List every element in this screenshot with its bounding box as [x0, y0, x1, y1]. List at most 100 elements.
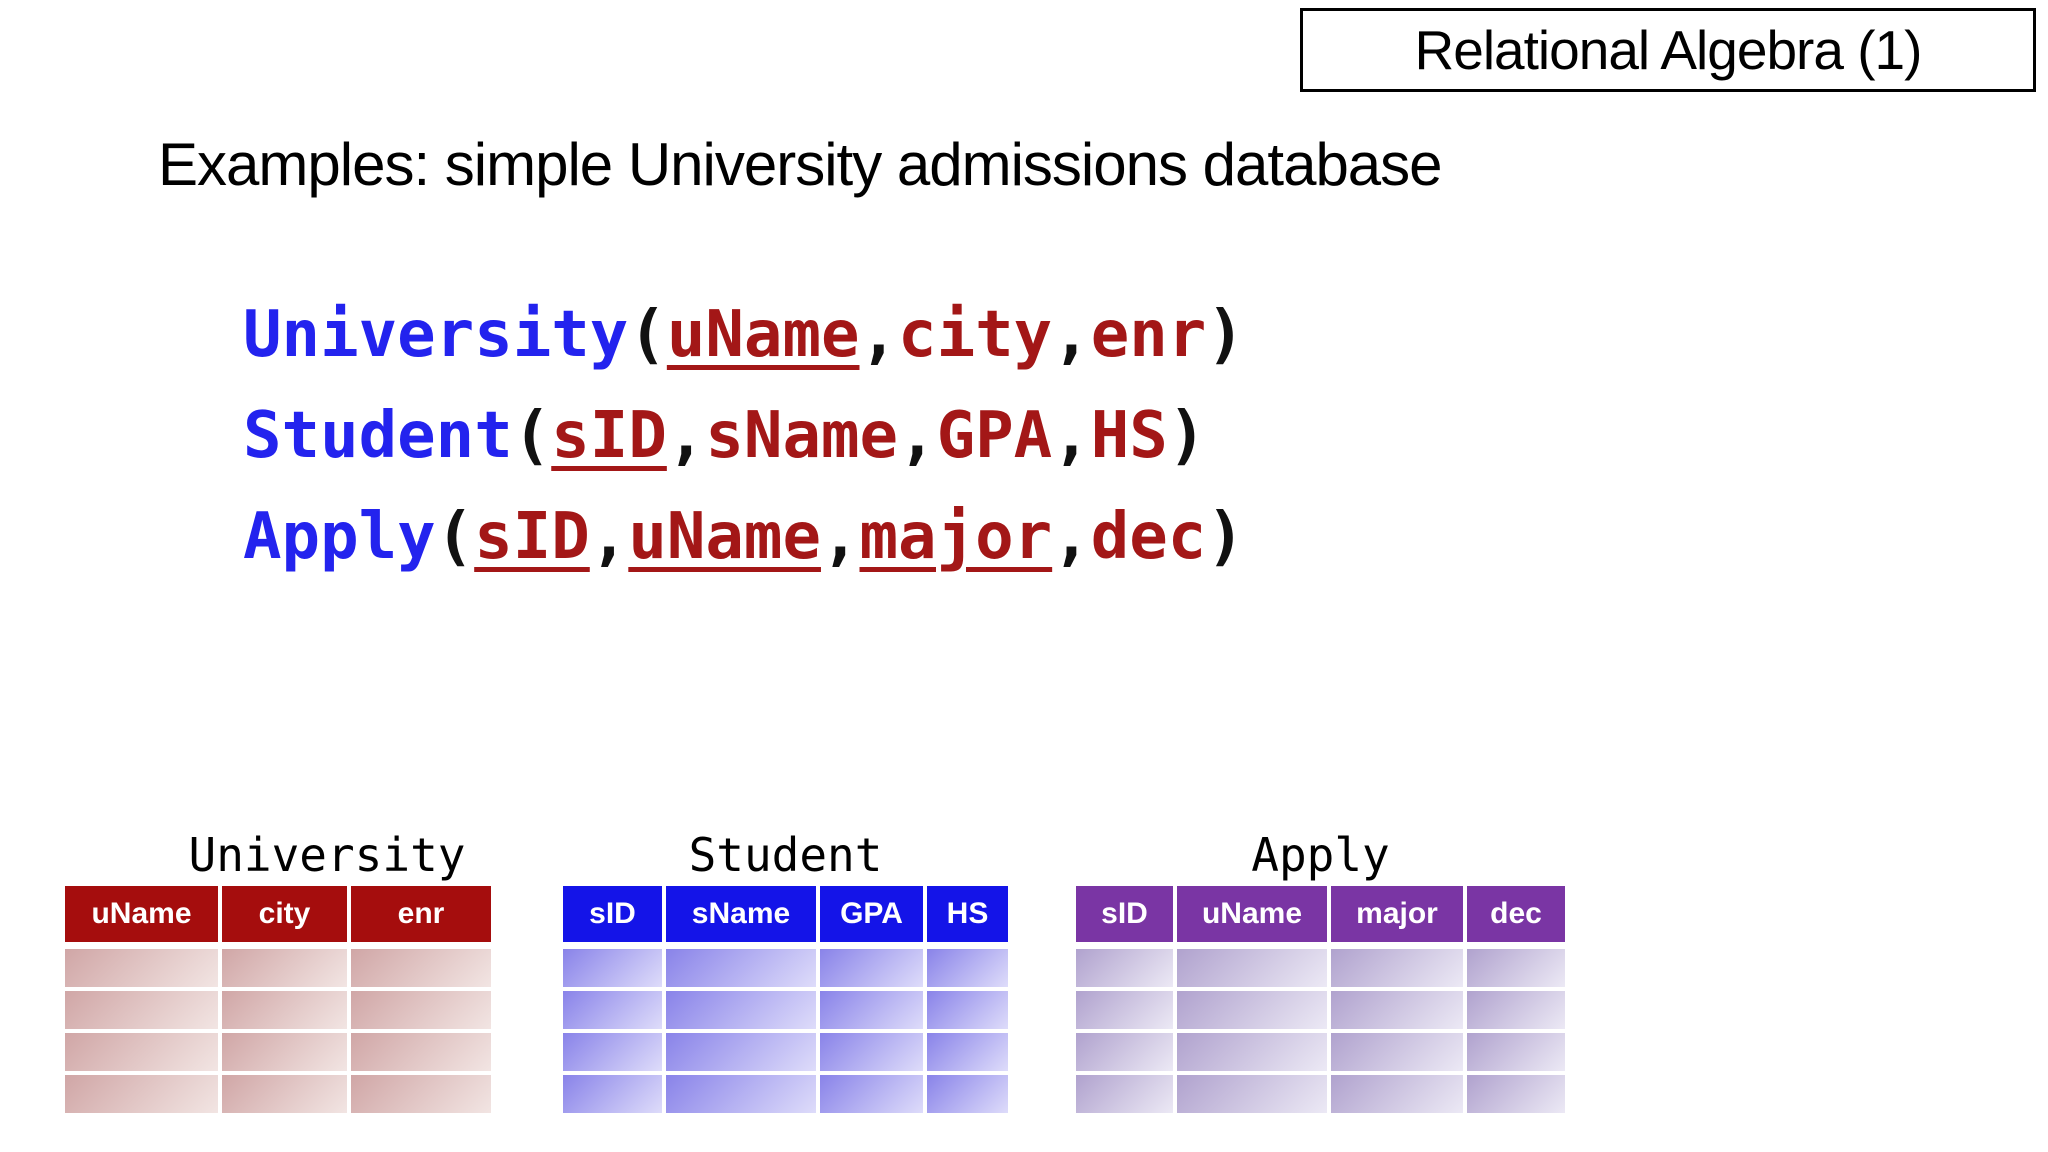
table-body	[563, 949, 1008, 1113]
empty-body-cell	[666, 1033, 816, 1071]
slide-title-box: Relational Algebra (1)	[1300, 8, 2036, 92]
schema-line: University(uName,city,enr)	[243, 284, 1245, 385]
close-paren: )	[1167, 398, 1207, 473]
comma: ,	[589, 499, 629, 574]
slide-title: Relational Algebra (1)	[1414, 19, 1923, 81]
empty-body-cell	[1076, 1075, 1173, 1113]
empty-body-cell	[1177, 1033, 1327, 1071]
attribute: sName	[705, 398, 899, 473]
empty-body-cell	[1076, 949, 1173, 987]
empty-body-cell	[1076, 991, 1173, 1029]
table-label: Apply	[1251, 828, 1390, 882]
table-body	[1076, 949, 1565, 1113]
relation-name: Apply	[243, 499, 436, 574]
empty-body-cell	[351, 949, 491, 987]
header-cell: major	[1331, 886, 1463, 942]
empty-body-cell	[563, 949, 662, 987]
empty-body-cell	[65, 949, 218, 987]
header-cell: sName	[666, 886, 816, 942]
header-cell: city	[222, 886, 347, 942]
empty-body-cell	[927, 1033, 1008, 1071]
schema-line: Student(sID,sName,GPA,HS)	[243, 385, 1245, 486]
close-paren: )	[1206, 499, 1245, 574]
empty-body-cell	[222, 991, 347, 1029]
empty-body-cell	[1467, 1033, 1565, 1071]
attribute: city	[898, 297, 1053, 372]
schema-line: Apply(sID,uName,major,dec)	[243, 486, 1245, 587]
empty-body-cell	[927, 1075, 1008, 1113]
empty-body-cell	[351, 991, 491, 1029]
header-cell: sID	[1076, 886, 1173, 942]
header-cell: GPA	[820, 886, 923, 942]
comma: ,	[1052, 297, 1091, 372]
close-paren: )	[1206, 297, 1245, 372]
empty-body-cell	[1076, 1033, 1173, 1071]
empty-body-cell	[65, 1075, 218, 1113]
empty-body-cell	[927, 991, 1008, 1029]
attribute: HS	[1090, 398, 1168, 473]
header-cell: uName	[1177, 886, 1327, 942]
comma: ,	[666, 398, 706, 473]
empty-body-cell	[65, 991, 218, 1029]
relation-name: University	[243, 297, 629, 372]
attribute: enr	[1090, 297, 1207, 372]
empty-body-cell	[563, 1075, 662, 1113]
empty-body-cell	[1331, 991, 1463, 1029]
empty-body-cell	[351, 1075, 491, 1113]
empty-body-cell	[820, 949, 923, 987]
open-paren: (	[628, 297, 667, 372]
attribute: GPA	[936, 398, 1053, 473]
empty-body-cell	[927, 949, 1008, 987]
comma: ,	[1052, 499, 1091, 574]
key-attribute: sID	[551, 398, 667, 473]
header-cell: dec	[1467, 886, 1565, 942]
empty-body-cell	[666, 991, 816, 1029]
key-attribute: uName	[666, 297, 860, 372]
empty-body-cell	[1331, 1075, 1463, 1113]
relation-name: Student	[243, 398, 513, 473]
empty-body-cell	[1177, 1075, 1327, 1113]
empty-body-cell	[222, 1033, 347, 1071]
schema-list: University(uName,city,enr)Student(sID,sN…	[243, 284, 1245, 587]
header-cell: HS	[927, 886, 1008, 942]
key-attribute: sID	[474, 499, 590, 574]
empty-body-cell	[1467, 949, 1565, 987]
header-cell: sID	[563, 886, 662, 942]
empty-body-cell	[222, 1075, 347, 1113]
key-attribute: uName	[628, 499, 821, 574]
empty-body-cell	[820, 1075, 923, 1113]
empty-body-cell	[1177, 991, 1327, 1029]
comma: ,	[1052, 398, 1091, 473]
empty-body-cell	[563, 991, 662, 1029]
empty-body-cell	[65, 1033, 218, 1071]
empty-body-cell	[563, 1033, 662, 1071]
empty-body-cell	[1177, 949, 1327, 987]
empty-body-cell	[1467, 991, 1565, 1029]
open-paren: (	[512, 398, 552, 473]
table-label: University	[188, 828, 466, 882]
empty-body-cell	[351, 1033, 491, 1071]
header-cell: uName	[65, 886, 218, 942]
empty-body-cell	[666, 1075, 816, 1113]
empty-body-cell	[1467, 1075, 1565, 1113]
empty-body-cell	[820, 1033, 923, 1071]
empty-body-cell	[666, 949, 816, 987]
empty-body-cell	[222, 949, 347, 987]
attribute: dec	[1090, 499, 1207, 574]
heading: Examples: simple University admissions d…	[158, 131, 1443, 198]
empty-body-cell	[1331, 949, 1463, 987]
key-attribute: major	[859, 499, 1053, 574]
empty-body-cell	[1331, 1033, 1463, 1071]
header-cell: enr	[351, 886, 491, 942]
open-paren: (	[435, 499, 475, 574]
table-body	[65, 949, 491, 1113]
table-label: Student	[688, 828, 883, 882]
comma: ,	[859, 297, 899, 372]
